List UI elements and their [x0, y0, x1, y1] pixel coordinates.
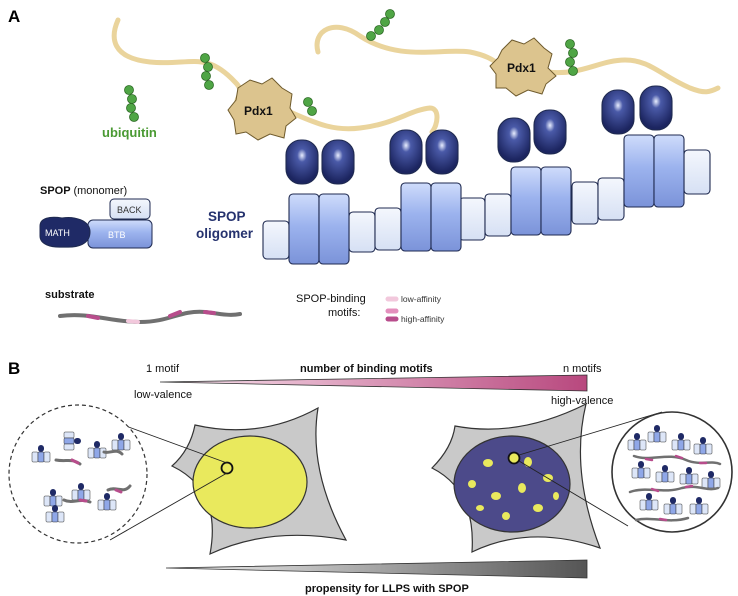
- substrate-diagram: [58, 309, 242, 325]
- nucleus-low-valence: [192, 435, 308, 529]
- pdx1-chain-right: [314, 24, 721, 95]
- zoom-line-left-bottom: [109, 472, 228, 541]
- spop-monomer-title: SPOP (monomer): [40, 185, 127, 197]
- ubiquitin-chain-4: [366, 9, 395, 41]
- panel-b-letter: B: [8, 359, 20, 378]
- ubiquitin-chain-1: [124, 85, 139, 122]
- zoom-point-right: [507, 451, 521, 465]
- motifs-label-line2: motifs:: [328, 307, 360, 319]
- n-motifs-label: n motifs: [563, 363, 602, 375]
- zoom-line-right-bottom: [518, 460, 629, 527]
- pdx1-domain-left: Pdx1: [227, 77, 297, 141]
- back-domain-label: BACK: [117, 205, 142, 215]
- btb-domain-label: BTB: [108, 230, 126, 240]
- motif-legend-swatches: [385, 296, 399, 322]
- llps-propensity-label: propensity for LLPS with SPOP: [305, 583, 469, 595]
- oligomer-label-line1: SPOP: [208, 209, 246, 224]
- zoom-circle-low-valence: [8, 404, 148, 544]
- motifs-label-line1: SPOP-binding: [296, 293, 366, 305]
- llps-propensity-wedge: [165, 559, 588, 579]
- oligomer-label-line2: oligomer: [196, 226, 254, 241]
- cell-low-valence: [170, 406, 348, 556]
- motif-gradient-wedge: [159, 374, 588, 392]
- zoom-point-left: [220, 461, 234, 475]
- one-motif-label: 1 motif: [146, 363, 180, 375]
- pdx1-right-label: Pdx1: [507, 61, 536, 75]
- cell-high-valence: [430, 402, 602, 553]
- ubiquitin-chain-5: [565, 39, 578, 76]
- zoom-line-right-top: [518, 411, 663, 456]
- substrate-label: substrate: [45, 289, 95, 301]
- pdx1-domain-right: Pdx1: [489, 37, 557, 97]
- spop-monomer-diagram: [39, 198, 153, 249]
- zoom-circle-high-valence: [611, 411, 733, 533]
- panel-a-letter: A: [8, 7, 20, 26]
- low-affinity-label: low-affinity: [401, 294, 442, 304]
- ubiquitin-chain-3: [303, 97, 317, 116]
- high-affinity-label: high-affinity: [401, 314, 445, 324]
- binding-motifs-title: number of binding motifs: [300, 363, 433, 375]
- pdx1-left-label: Pdx1: [244, 104, 273, 118]
- ubiquitin-chain-2: [200, 53, 214, 90]
- spop-oligomer: [262, 85, 711, 265]
- high-valence-label: high-valence: [551, 395, 613, 407]
- low-valence-label: low-valence: [134, 389, 192, 401]
- ubiquitin-label: ubiquitin: [102, 125, 157, 140]
- condensate-droplets: [468, 457, 559, 520]
- math-domain-label: MATH: [45, 228, 70, 238]
